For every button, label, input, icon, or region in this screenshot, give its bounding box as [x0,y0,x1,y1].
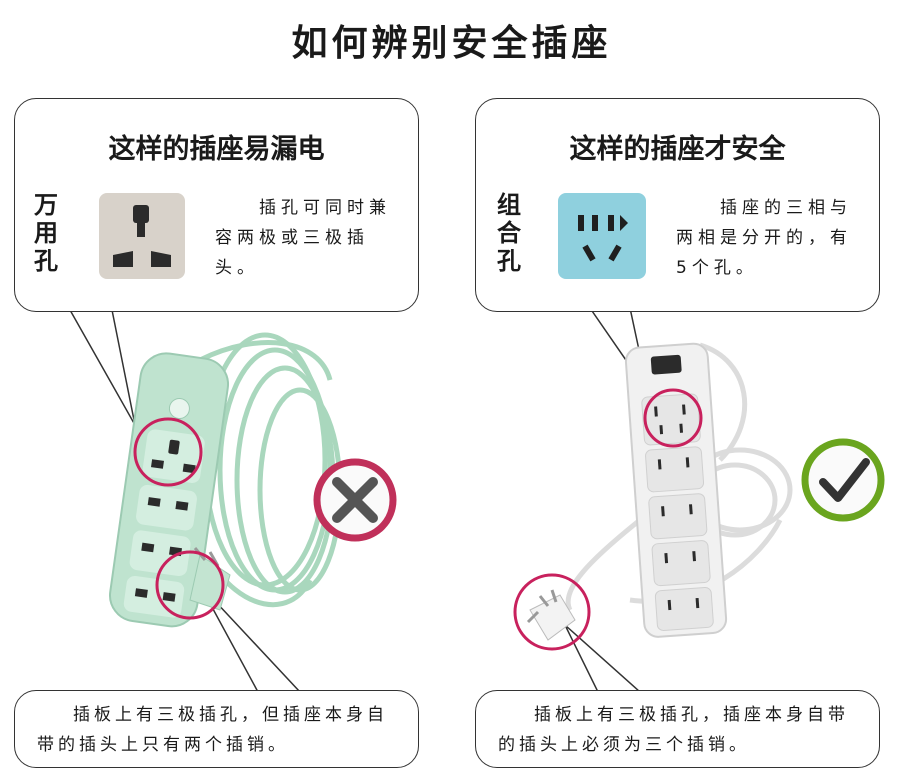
left-plug-highlight-ring [155,550,225,620]
right-three-pin-plug [526,589,576,641]
combo-socket-icon [558,193,646,279]
left-bottom-note: 插板上有三极插孔，但插座本身自带的插头上只有两个插销。 [37,705,388,755]
right-bubble-heading: 这样的插座才安全 [569,134,786,165]
cross-icon [313,458,397,542]
right-bottom-note: 插板上有三极插孔，插座本身自带的插头上必须为三个插销。 [498,705,849,755]
left-side-label: 万 用 孔 [34,191,58,275]
right-socket-highlight-ring [643,388,703,448]
right-description: 插座的三相与两相是分开的，有5个孔。 [676,198,852,278]
left-description: 插孔可同时兼容两极或三极插头。 [215,198,391,278]
right-plug-highlight-ring [513,573,591,651]
left-power-strip [109,352,230,628]
right-info-bubble: 这样的插座才安全 组 合 孔 插座的三相与两相是分开的，有5个孔。 [475,98,880,312]
left-note-bubble: 插板上有三极插孔，但插座本身自带的插头上只有两个插销。 [14,690,419,768]
right-note-bubble: 插板上有三极插孔，插座本身自带的插头上必须为三个插销。 [475,690,880,768]
right-power-strip [624,342,728,638]
page-title: 如何辨别安全插座 [291,23,612,64]
right-bottom-bubble-pointer [564,624,642,693]
left-top-bubble-pointer [68,309,136,426]
check-icon [801,438,885,522]
universal-socket-icon [99,193,185,279]
right-side-label: 组 合 孔 [497,191,521,275]
left-socket-highlight-ring [133,417,203,487]
left-bubble-heading: 这样的插座易漏电 [108,134,325,165]
left-info-bubble: 这样的插座易漏电 万 用 孔 插孔可同时兼容两极或三极插头。 [14,98,419,312]
